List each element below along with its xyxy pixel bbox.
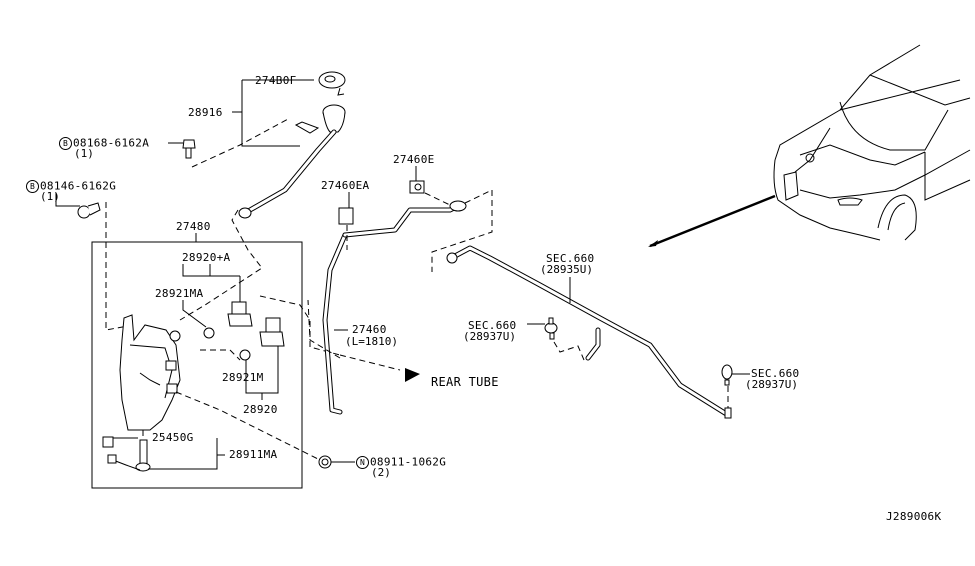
bolt-icon [77,202,101,219]
bolt-icon [182,139,196,159]
filler-neck [238,104,346,219]
bolt-g-qty: (1) [40,190,60,203]
label-tube-length: (L=1810) [345,335,398,348]
clip-e [409,180,425,194]
bolt-g-part-number: 08146-6162G [40,179,117,193]
washer-pump [239,317,285,361]
label-sec-nozzle-right-part: (28937U) [745,378,798,391]
label-sec-nozzle-left-part: (28937U) [463,330,516,343]
label-sec-hose-part: (28935U) [540,263,593,276]
label-filler-neck: 28916 [188,106,223,119]
nut-icon [318,455,332,469]
filler-cap [318,71,346,96]
label-tube: 27460 [352,323,387,336]
clip-ea [338,207,354,225]
washer-nozzle-left [544,317,558,340]
label-grommet-ma: 28921MA [155,287,204,300]
label-clip-e: 27460E [393,153,435,166]
label-sec-nozzle-left: SEC.660 [468,319,517,332]
rear-tube-arrow-icon [405,368,420,382]
label-tank: 27480 [176,220,211,233]
nut-marker-icon: N [356,456,369,469]
label-pump-set-a: 28920+A [182,251,231,264]
nut-part-number: 08911-1062G [370,455,447,469]
washer-pump-a [203,301,253,339]
washer-nozzle-right [721,364,733,386]
label-level-sensor-seal: 25450G [152,431,194,444]
label-clip-ea: 27460EA [321,179,370,192]
label-filler-cap: 274B0F [255,74,297,87]
vehicle-illustration [773,44,971,241]
label-level-sensor: 28911MA [229,448,278,461]
label-pump: 28920 [243,403,278,416]
label-rear-tube: REAR TUBE [431,375,499,389]
label-sec-hose: SEC.660 [546,252,595,265]
tube-clamp [449,200,467,212]
washer-tank [119,314,181,431]
bolt-a-qty: (1) [74,147,94,160]
nut-qty: (2) [371,466,391,479]
bolt-a-part-number: 08168-6162A [73,136,150,150]
label-grommet-m: 28921M [222,371,264,384]
bolt-marker-icon: B [59,137,72,150]
label-sec-nozzle-right: SEC.660 [751,367,800,380]
diagram-code: J289006K [886,510,942,523]
tank-group-box [91,241,303,489]
level-sensor [102,436,151,472]
location-arrow [649,194,776,248]
bolt-marker-icon: B [26,180,39,193]
